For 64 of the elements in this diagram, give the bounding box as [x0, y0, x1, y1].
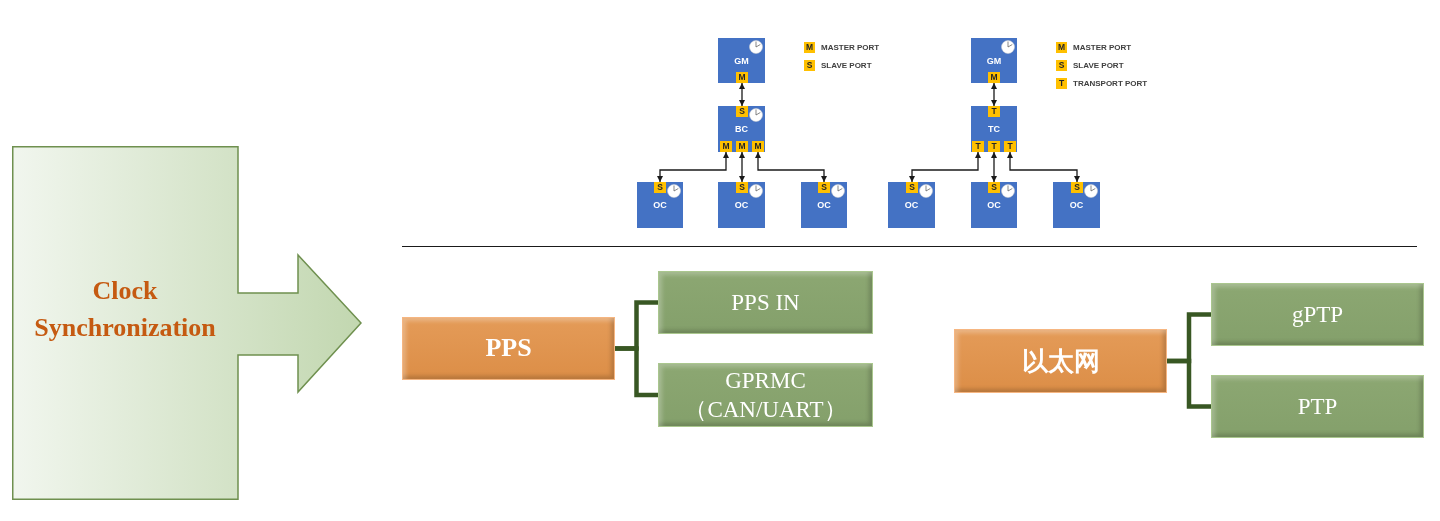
port-tag: S — [818, 182, 830, 193]
arrow — [657, 151, 729, 183]
clock-node — [718, 106, 765, 152]
clock-node — [637, 182, 683, 228]
port-type-caption: SLAVE PORT — [1073, 61, 1124, 70]
port-type-caption: MASTER PORT — [821, 43, 880, 52]
arrow — [991, 82, 997, 107]
arrow — [739, 82, 745, 107]
port-type-caption: MASTER PORT — [1073, 43, 1132, 52]
port-tag: T — [988, 141, 1000, 152]
clock-node — [718, 38, 765, 83]
category-block: 以太网 — [954, 329, 1167, 393]
node-label: GM — [986, 56, 1002, 65]
category-block: PPS — [402, 317, 615, 380]
arrow — [991, 151, 997, 183]
node-label: OC — [1069, 200, 1084, 210]
port-tag: M — [1056, 42, 1067, 53]
node-label: OC — [817, 200, 831, 210]
option-block: GPRMC （CAN/UART） — [658, 363, 873, 427]
arrow — [739, 151, 745, 183]
port-tag: M — [988, 72, 1000, 83]
arrow-label: Clock Synchronization — [33, 275, 217, 344]
port-tag: M — [736, 141, 748, 152]
port-tag: S — [906, 182, 918, 193]
clock-node — [801, 182, 847, 228]
node-label: OC — [987, 200, 1001, 210]
node-label: TC — [988, 124, 1000, 134]
port-tag: S — [1056, 60, 1067, 71]
port-type-caption: SLAVE PORT — [821, 61, 872, 70]
connector-line — [615, 346, 658, 398]
clock-node — [971, 106, 1017, 152]
clock-node — [888, 182, 935, 228]
node-label: OC — [904, 200, 919, 210]
port-tag: T — [988, 106, 1000, 117]
port-tag: T — [1056, 78, 1067, 89]
node-label: OC — [734, 200, 749, 210]
block-arrow — [12, 146, 362, 500]
port-tag: M — [736, 72, 748, 83]
clock-node — [971, 182, 1017, 228]
node-label: OC — [653, 200, 667, 210]
port-tag: T — [1004, 141, 1016, 152]
port-tag: M — [720, 141, 732, 152]
arrow — [1007, 151, 1080, 183]
port-tag: S — [736, 182, 748, 193]
connector-line — [1167, 358, 1211, 409]
node-label: BC — [735, 124, 748, 134]
option-block: gPTP — [1211, 283, 1424, 346]
port-tag: S — [736, 106, 748, 117]
arrow — [755, 151, 827, 183]
port-tag: M — [804, 42, 815, 53]
port-tag: S — [654, 182, 666, 193]
clock-node — [718, 182, 765, 228]
port-tag: S — [988, 182, 1000, 193]
option-block: PTP — [1211, 375, 1424, 438]
clock-node — [1053, 182, 1100, 228]
option-block: PPS IN — [658, 271, 873, 334]
port-tag: T — [972, 141, 984, 152]
arrow — [909, 151, 981, 183]
port-tag: S — [804, 60, 815, 71]
port-type-caption: TRANSPORT PORT — [1073, 79, 1148, 88]
port-tag: M — [752, 141, 764, 152]
clock-node — [971, 38, 1017, 83]
port-tag: S — [1071, 182, 1083, 193]
node-label: GM — [734, 56, 749, 65]
